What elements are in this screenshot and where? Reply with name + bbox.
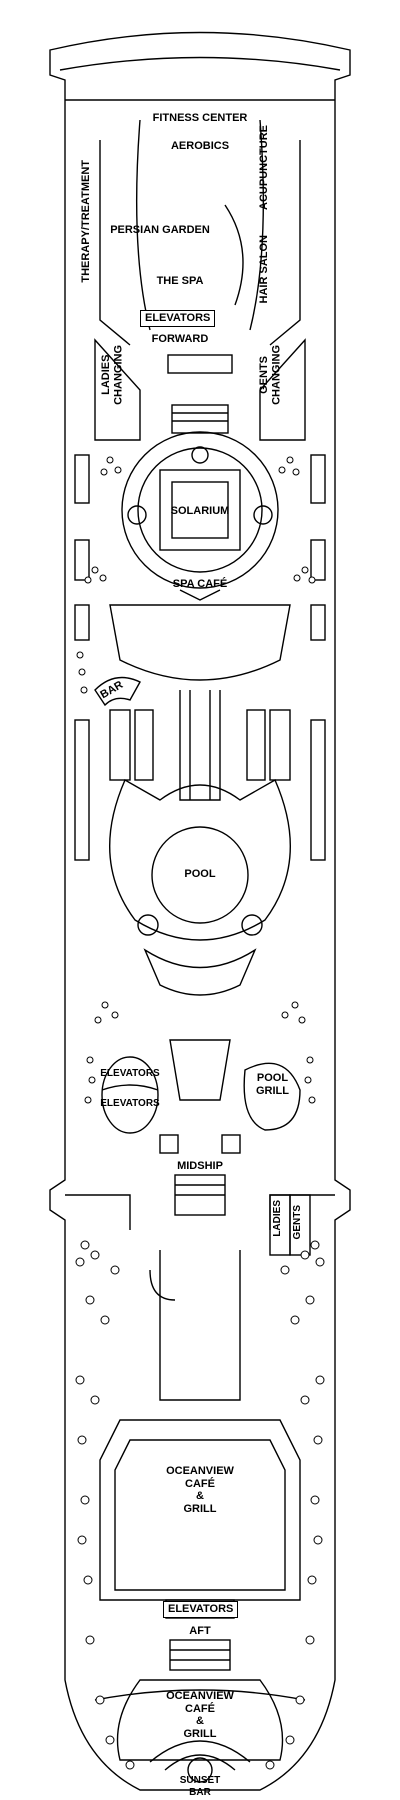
aft-label: AFT bbox=[189, 1625, 211, 1637]
bar-counter bbox=[94, 676, 141, 707]
solarium-ring bbox=[121, 431, 279, 589]
gents-label: GENTS bbox=[292, 1205, 303, 1240]
elevators-aft-label: ELEVATORS bbox=[163, 1601, 239, 1618]
oceanview-cafe-2-label: OCEANVIEW CAFÉ & GRILL bbox=[166, 1690, 234, 1740]
loungers-mid-right bbox=[246, 709, 326, 861]
loungers-mid-left bbox=[74, 709, 154, 861]
ladies-label: LADIES bbox=[272, 1200, 283, 1237]
elevators-forward-label: ELEVATORS bbox=[140, 310, 216, 327]
the-spa-label: THE SPA bbox=[156, 275, 204, 287]
loungers-upper-left bbox=[74, 454, 90, 641]
pool-grill-booth bbox=[243, 1062, 301, 1131]
persian-garden-label: PERSIAN GARDEN bbox=[110, 224, 210, 236]
gents-room bbox=[289, 1194, 311, 1256]
pool-label: POOL bbox=[184, 868, 216, 880]
forward-elevator-box bbox=[167, 354, 233, 374]
midship-label: MIDSHIP bbox=[177, 1160, 223, 1172]
oceanview-cafe-1-label: OCEANVIEW CAFÉ & GRILL bbox=[166, 1465, 234, 1515]
gents-changing-label: GENTS CHANGING bbox=[258, 345, 283, 405]
spa-wall-left bbox=[99, 140, 131, 346]
ladies-changing-label: LADIES CHANGING bbox=[100, 345, 125, 405]
pool-bowl bbox=[109, 779, 291, 941]
acupuncture-label: ACUPUNCTURE bbox=[258, 125, 270, 210]
elevators-mid-top-label: ELEVATORS bbox=[100, 1068, 160, 1079]
sunset-bar-label: SUNSET BAR bbox=[179, 1775, 221, 1798]
aerobics-label: AEROBICS bbox=[170, 140, 230, 152]
mid-elevator-bank bbox=[101, 1056, 159, 1134]
elevators-mid-bottom-label: ELEVATORS bbox=[100, 1098, 160, 1109]
spa-cafe-label: SPA CAFÉ bbox=[172, 578, 228, 590]
fitness-center-label: FITNESS CENTER bbox=[152, 112, 248, 124]
spa-cafe-fan bbox=[109, 604, 291, 681]
solarium-label: SOLARIUM bbox=[170, 505, 230, 517]
therapy-treatment-label: THERAPY/TREATMENT bbox=[80, 160, 92, 283]
table-clusters bbox=[75, 456, 325, 1770]
spa-wall-right bbox=[269, 140, 301, 346]
pool-grill-label: POOL GRILL bbox=[256, 1072, 289, 1097]
loungers-upper-right bbox=[310, 454, 326, 641]
hair-salon-label: HAIR SALON bbox=[258, 235, 270, 304]
hull-outline bbox=[49, 31, 351, 1791]
pool-basin bbox=[151, 826, 249, 924]
sunset-bar-arc bbox=[164, 1754, 236, 1771]
aft-stair bbox=[169, 1639, 231, 1671]
forward-label: FORWARD bbox=[151, 333, 209, 345]
oceanview-cafe-2-outline bbox=[116, 1679, 284, 1761]
oceanview-cafe-1-outline bbox=[99, 1419, 301, 1601]
forward-stair bbox=[171, 404, 229, 434]
